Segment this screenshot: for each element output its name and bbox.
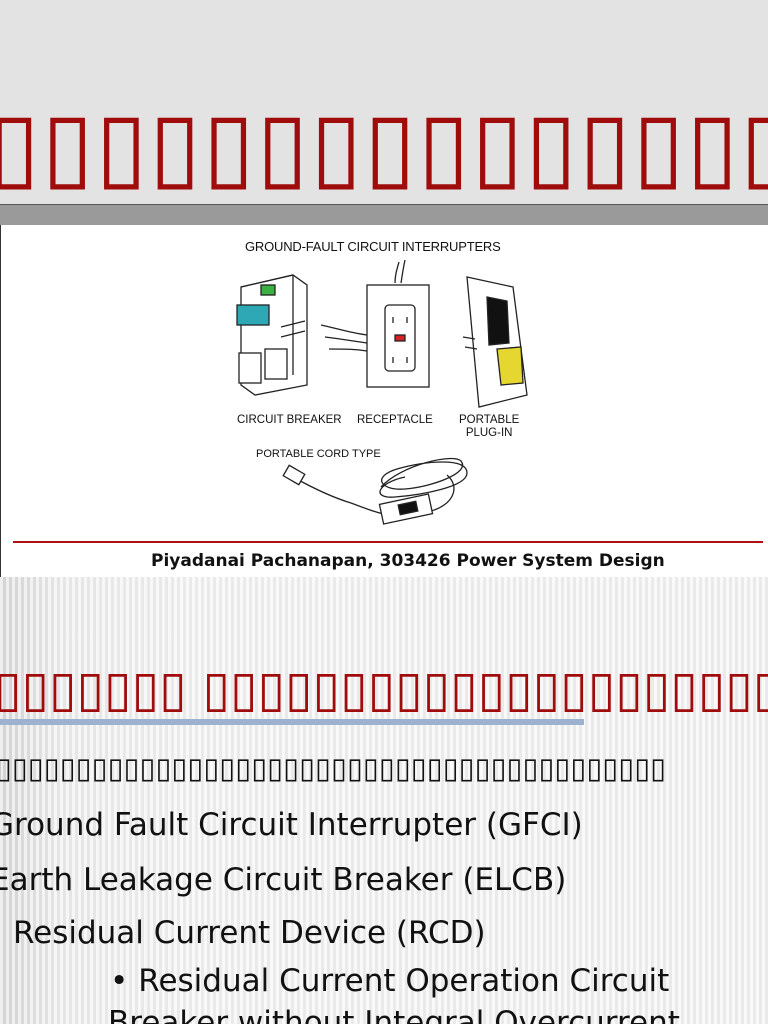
gfci-figure: GROUND-FAULT CIRCUIT INTERRUPTERS bbox=[221, 225, 541, 537]
sub-item-line2: Breaker without Integral Overcurrent bbox=[108, 1005, 680, 1024]
label-portable-plugin: PORTABLE PLUG-IN bbox=[459, 414, 519, 440]
slide-title: ▯▯▯▯▯▯▯ ▯▯▯▯▯▯▯▯▯▯▯▯▯▯▯▯▯▯▯▯▯ bbox=[0, 660, 768, 718]
bullet-icon: • bbox=[110, 963, 129, 999]
slide-device-names: ▯▯▯▯▯▯▯ ▯▯▯▯▯▯▯▯▯▯▯▯▯▯▯▯▯▯▯▯▯ ▯▯▯▯▯▯▯▯▯▯… bbox=[0, 577, 768, 1024]
label-portable-cord: PORTABLE CORD TYPE bbox=[256, 448, 381, 460]
slide-footer: Piyadanai Pachanapan, 303426 Power Syste… bbox=[151, 551, 665, 571]
sub-list-item: •Residual Current Operation Circuit bbox=[110, 962, 669, 1000]
portable-plugin-drawing bbox=[462, 276, 528, 408]
list-item: Earth Leakage Circuit Breaker (ELCB) bbox=[0, 862, 567, 898]
circuit-breaker-drawing bbox=[236, 274, 308, 396]
label-portable-line1: PORTABLE bbox=[459, 414, 520, 426]
figure-title: GROUND-FAULT CIRCUIT INTERRUPTERS bbox=[245, 239, 501, 254]
label-portable-line2: PLUG-IN bbox=[465, 427, 513, 439]
slide-content: GROUND-FAULT CIRCUIT INTERRUPTERS bbox=[0, 225, 768, 577]
receptacle-drawing bbox=[320, 259, 430, 388]
title-band bbox=[0, 204, 768, 226]
label-receptacle: RECEPTACLE bbox=[357, 414, 433, 426]
slide-gfci-figure: ▯▯▯▯▯▯▯▯▯▯▯▯▯▯▯▯▯▯▯ GROUND-FAULT CIRCUIT… bbox=[0, 92, 768, 577]
list-item: Ground Fault Circuit Interrupter (GFCI) bbox=[0, 807, 583, 843]
portable-cord-drawing bbox=[282, 457, 468, 525]
sub-item-line1: Residual Current Operation Circuit bbox=[138, 963, 670, 999]
slide-title: ▯▯▯▯▯▯▯▯▯▯▯▯▯▯▯▯▯▯▯ bbox=[0, 92, 768, 201]
gfci-illustration bbox=[236, 259, 528, 525]
intro-text: ▯▯▯▯▯▯▯▯▯▯▯▯▯▯▯▯▯▯▯▯▯▯▯▯▯▯▯▯▯▯▯▯▯▯▯▯▯▯▯▯… bbox=[0, 751, 667, 785]
label-circuit-breaker: CIRCUIT BREAKER bbox=[237, 414, 342, 426]
list-item: Residual Current Device (RCD) bbox=[13, 915, 486, 951]
footer-rule bbox=[13, 541, 763, 543]
title-underline bbox=[0, 719, 584, 725]
